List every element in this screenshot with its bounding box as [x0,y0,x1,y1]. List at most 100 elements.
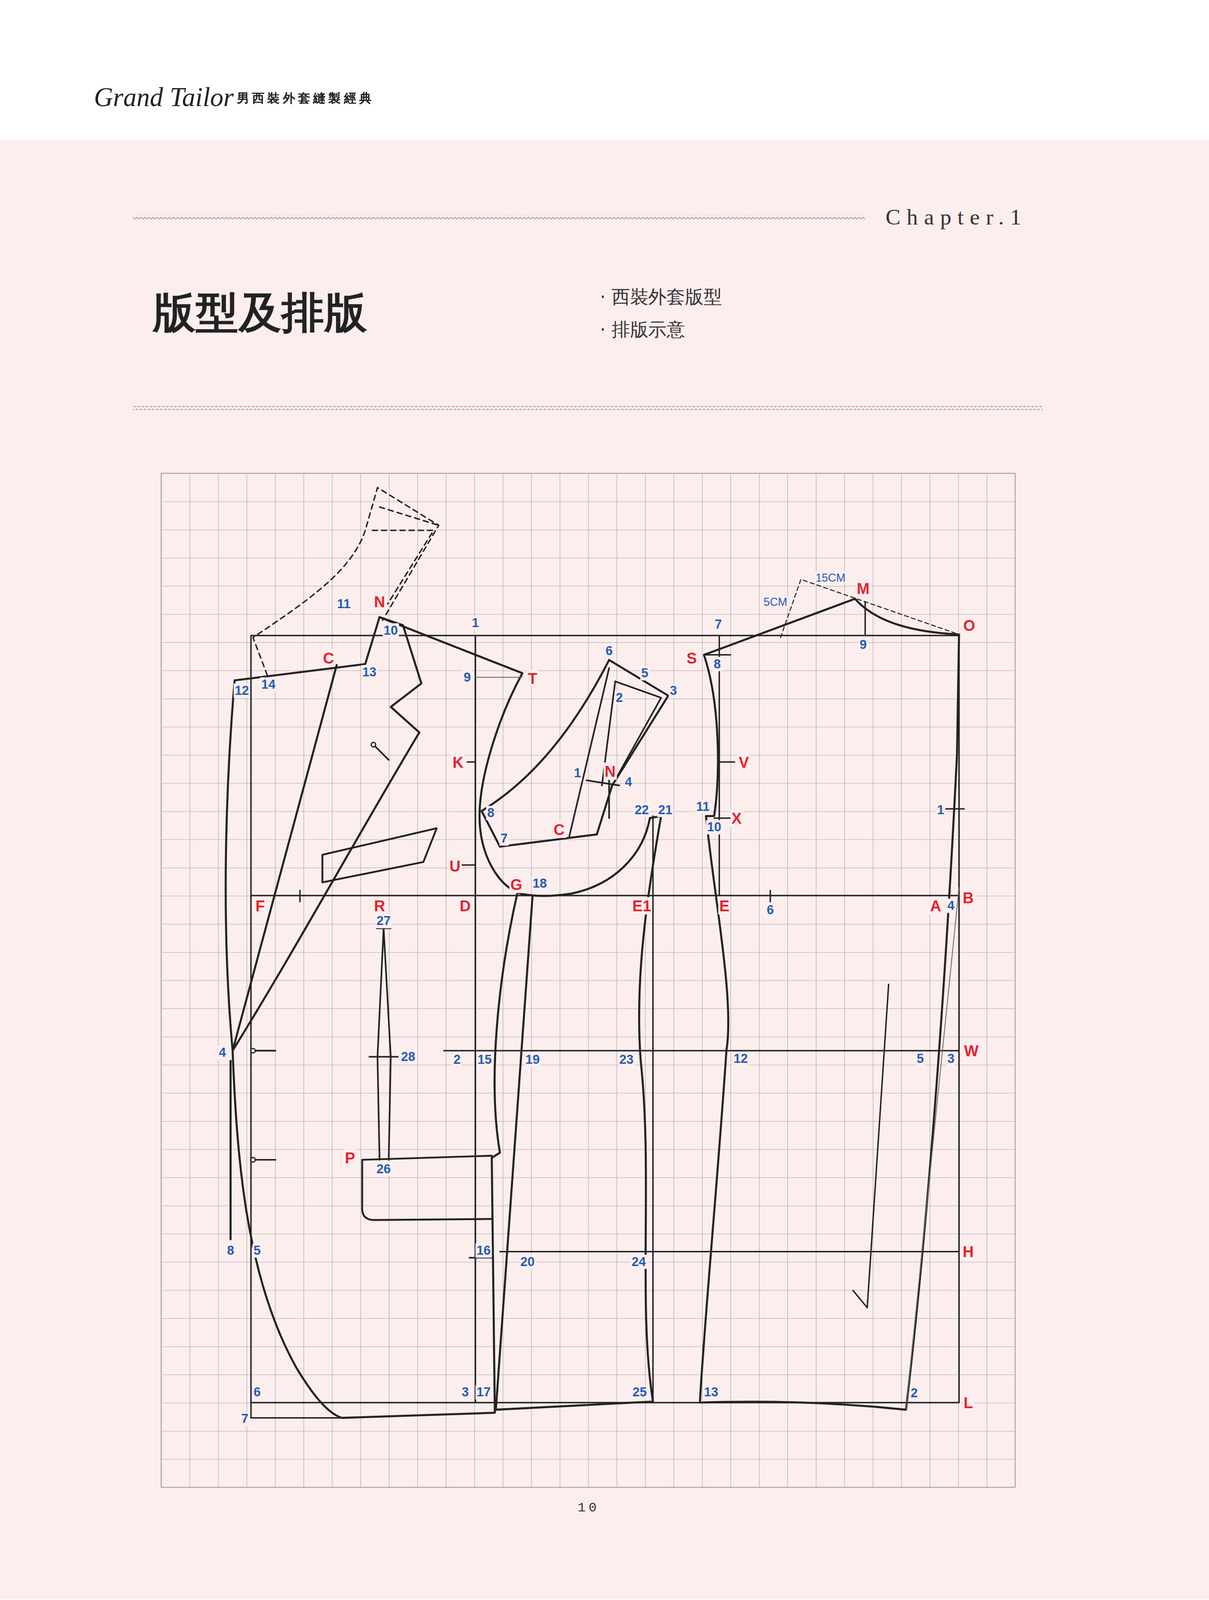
callout-number: 4 [623,775,633,790]
shoulder-guide [780,579,959,638]
point-letter: R [372,897,387,915]
callout-number: 28 [399,1049,416,1065]
callout-number: 13 [360,665,378,680]
callout-number: 6 [252,1385,262,1400]
dimension: 15CM [814,571,847,584]
callout-number: 8 [712,657,722,672]
page-number: 10 [577,1500,600,1516]
point-letter: P [343,1149,357,1167]
callout-number: 22 [633,802,650,818]
callout-number: 6 [765,902,775,918]
callout-number: 24 [630,1254,647,1270]
callout-number: 21 [657,802,674,818]
construction-line [251,635,960,1419]
section-bullet: · 排版示意 [599,317,686,343]
point-letter: X [730,809,743,828]
point-letter: H [961,1243,975,1261]
point-letter: E [718,897,731,915]
callout-number: 9 [858,637,868,652]
section-bullet: · 西裝外套版型 [599,284,722,310]
guide-line [475,677,960,1410]
callout-number: 2 [614,690,624,705]
callout-number: 8 [225,1243,235,1258]
point-letter: N [372,593,387,611]
callout-number: 5 [640,666,650,681]
callout-number: 12 [732,1051,749,1066]
callout-number: 7 [240,1412,250,1427]
callout-number: 7 [713,617,723,632]
point-letter: E1 [631,897,653,915]
callout-number: 9 [462,670,472,685]
callout-number: 26 [375,1162,392,1177]
collar-outline [252,487,439,676]
sleeve-piece [481,659,668,847]
point-letter: L [962,1394,975,1412]
callout-number: 19 [524,1053,541,1068]
buttonhole-eye [250,1048,255,1053]
dimension: 5CM [762,595,789,609]
callout-number: 2 [909,1386,919,1401]
buttonhole [252,745,389,1160]
callout-number: 23 [618,1053,635,1068]
brand-name: Grand Tailor [93,82,234,114]
point-letter: D [458,897,472,915]
callout-number: 4 [217,1045,227,1060]
point-letter: C [552,821,566,839]
point-letter: V [737,753,750,771]
side-panel [496,816,662,1410]
callout-number: 8 [486,805,496,821]
callout-number: 2 [452,1053,462,1068]
callout-number: 1 [572,766,582,781]
callout-number: 4 [946,898,956,913]
callout-number: 1 [936,802,946,818]
dart [369,928,398,1161]
zigzag-rule [132,215,866,220]
header-bar [0,0,1209,140]
callout-number: 3 [460,1385,470,1400]
callout-number: 13 [703,1385,720,1400]
callout-number: 25 [631,1385,648,1400]
callout-number: 16 [475,1243,492,1258]
callout-number: 20 [519,1254,536,1270]
point-letter: N [603,762,617,781]
callout-number: 10 [382,623,399,638]
callout-number: 5 [252,1243,262,1258]
point-letter: G [509,875,524,894]
callout-number: 15 [476,1053,493,1068]
chapter-label: Chapter.1 [885,204,1028,231]
point-letter: T [526,669,539,688]
callout-number: 27 [375,914,392,929]
callout-number: 5 [915,1051,925,1066]
callout-number: 3 [946,1051,956,1066]
callout-number: 11 [335,596,352,612]
callout-number: 1 [470,616,480,631]
lower-pocket [362,1155,493,1221]
callout-number: 11 [694,799,711,814]
point-letter: F [254,897,266,915]
vent-line [852,602,889,1309]
point-letter: K [451,753,465,771]
callout-number: 17 [475,1385,492,1400]
page-ground [0,139,1209,1600]
chest-pocket [322,828,437,883]
callout-number: 14 [260,677,277,692]
front-panel [225,617,495,1419]
tick-mark [299,655,965,1259]
point-letter: W [963,1042,980,1060]
point-letter: O [962,616,976,635]
sleeve-inner-line [569,668,662,837]
point-letter: M [855,579,871,598]
point-letter: U [448,857,462,876]
back-panel [699,598,959,1410]
callout-number: 18 [531,876,548,891]
buttonhole-eye [250,1157,255,1163]
callout-number: 3 [668,683,678,698]
buttonhole-eye [370,742,376,747]
callout-number: 7 [499,831,509,846]
point-letter: A [929,897,943,915]
point-letter: C [322,649,336,668]
callout-number: 6 [604,643,614,659]
callout-number: 10 [705,820,722,835]
